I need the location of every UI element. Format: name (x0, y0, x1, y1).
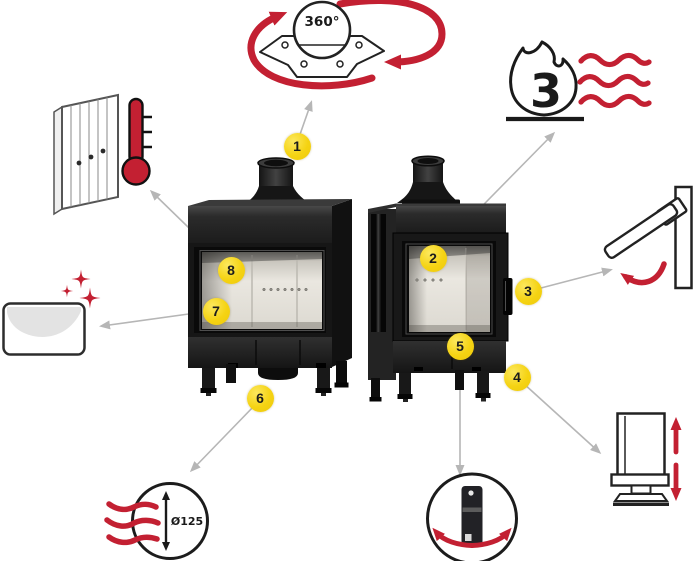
rotatable-flue-360-icon: 360° (247, 0, 446, 90)
feature-badge-5: 5 (446, 332, 474, 360)
connector-4 (522, 382, 602, 455)
lever-rotation-arrow (620, 261, 667, 286)
flue-collar-right (397, 155, 460, 206)
rotation-label: 360° (305, 14, 340, 30)
air-holes-right (415, 278, 443, 282)
removable-cold-handle-icon (426, 472, 518, 561)
height-adjustable-stand-icon (610, 412, 682, 506)
air-diameter-label: Ø125 (171, 515, 203, 528)
air-holes-left (262, 287, 308, 292)
rotation-arrow-left (247, 11, 376, 90)
panel-ribs (70, 97, 108, 208)
panel-front (61, 93, 119, 211)
feature-badge-1: 1 (283, 132, 311, 160)
heat-waves (577, 52, 652, 109)
clean-glass-sparkle-icon (2, 269, 101, 356)
feature-badge-8: 8 (217, 256, 245, 284)
glass-shine (7, 307, 81, 337)
feature-badge-7: 7 (202, 297, 230, 325)
air-inlet-diameter-icon: Ø125 (104, 482, 209, 560)
flame-count-label: 3 (530, 64, 562, 118)
lever-arm (603, 203, 679, 259)
feature-badge-4: 4 (503, 363, 531, 391)
sparkles (60, 269, 101, 309)
cold-handle (461, 486, 483, 545)
right-stove-top-edge (396, 203, 506, 207)
rotation-arrow-right (336, 0, 446, 70)
flame-outline (509, 40, 578, 117)
control-lever-icon (603, 185, 693, 290)
right-stove-legs (369, 370, 491, 402)
left-stove-legs (200, 361, 349, 396)
feature-badge-6: 6 (246, 384, 274, 412)
connector-3 (540, 267, 613, 289)
right-stove-door-handle (503, 278, 513, 315)
accumulation-panel-thermometer-icon (53, 93, 152, 216)
right-stove-hood (396, 206, 506, 233)
feature-badge-2: 2 (419, 244, 447, 272)
fireplace-right (368, 155, 513, 402)
right-stove-side-fins (371, 214, 386, 332)
flue-ring (292, 0, 352, 60)
triple-combustion-flame-icon: 3 (506, 40, 652, 122)
connector-6 (189, 403, 257, 473)
flue-collar-left (243, 157, 311, 206)
left-stove-base (188, 337, 332, 380)
handle-swivel-arrow (432, 527, 512, 548)
connector-7 (99, 311, 204, 330)
left-stove-top-edge (188, 199, 352, 206)
feature-badge-3: 3 (514, 277, 542, 305)
fireplace-left (188, 157, 352, 396)
left-stove-hood (188, 206, 332, 243)
thermometer (121, 97, 152, 186)
left-stove-side (332, 199, 352, 367)
air-waves (104, 501, 161, 546)
air-duct-stub (258, 368, 298, 380)
